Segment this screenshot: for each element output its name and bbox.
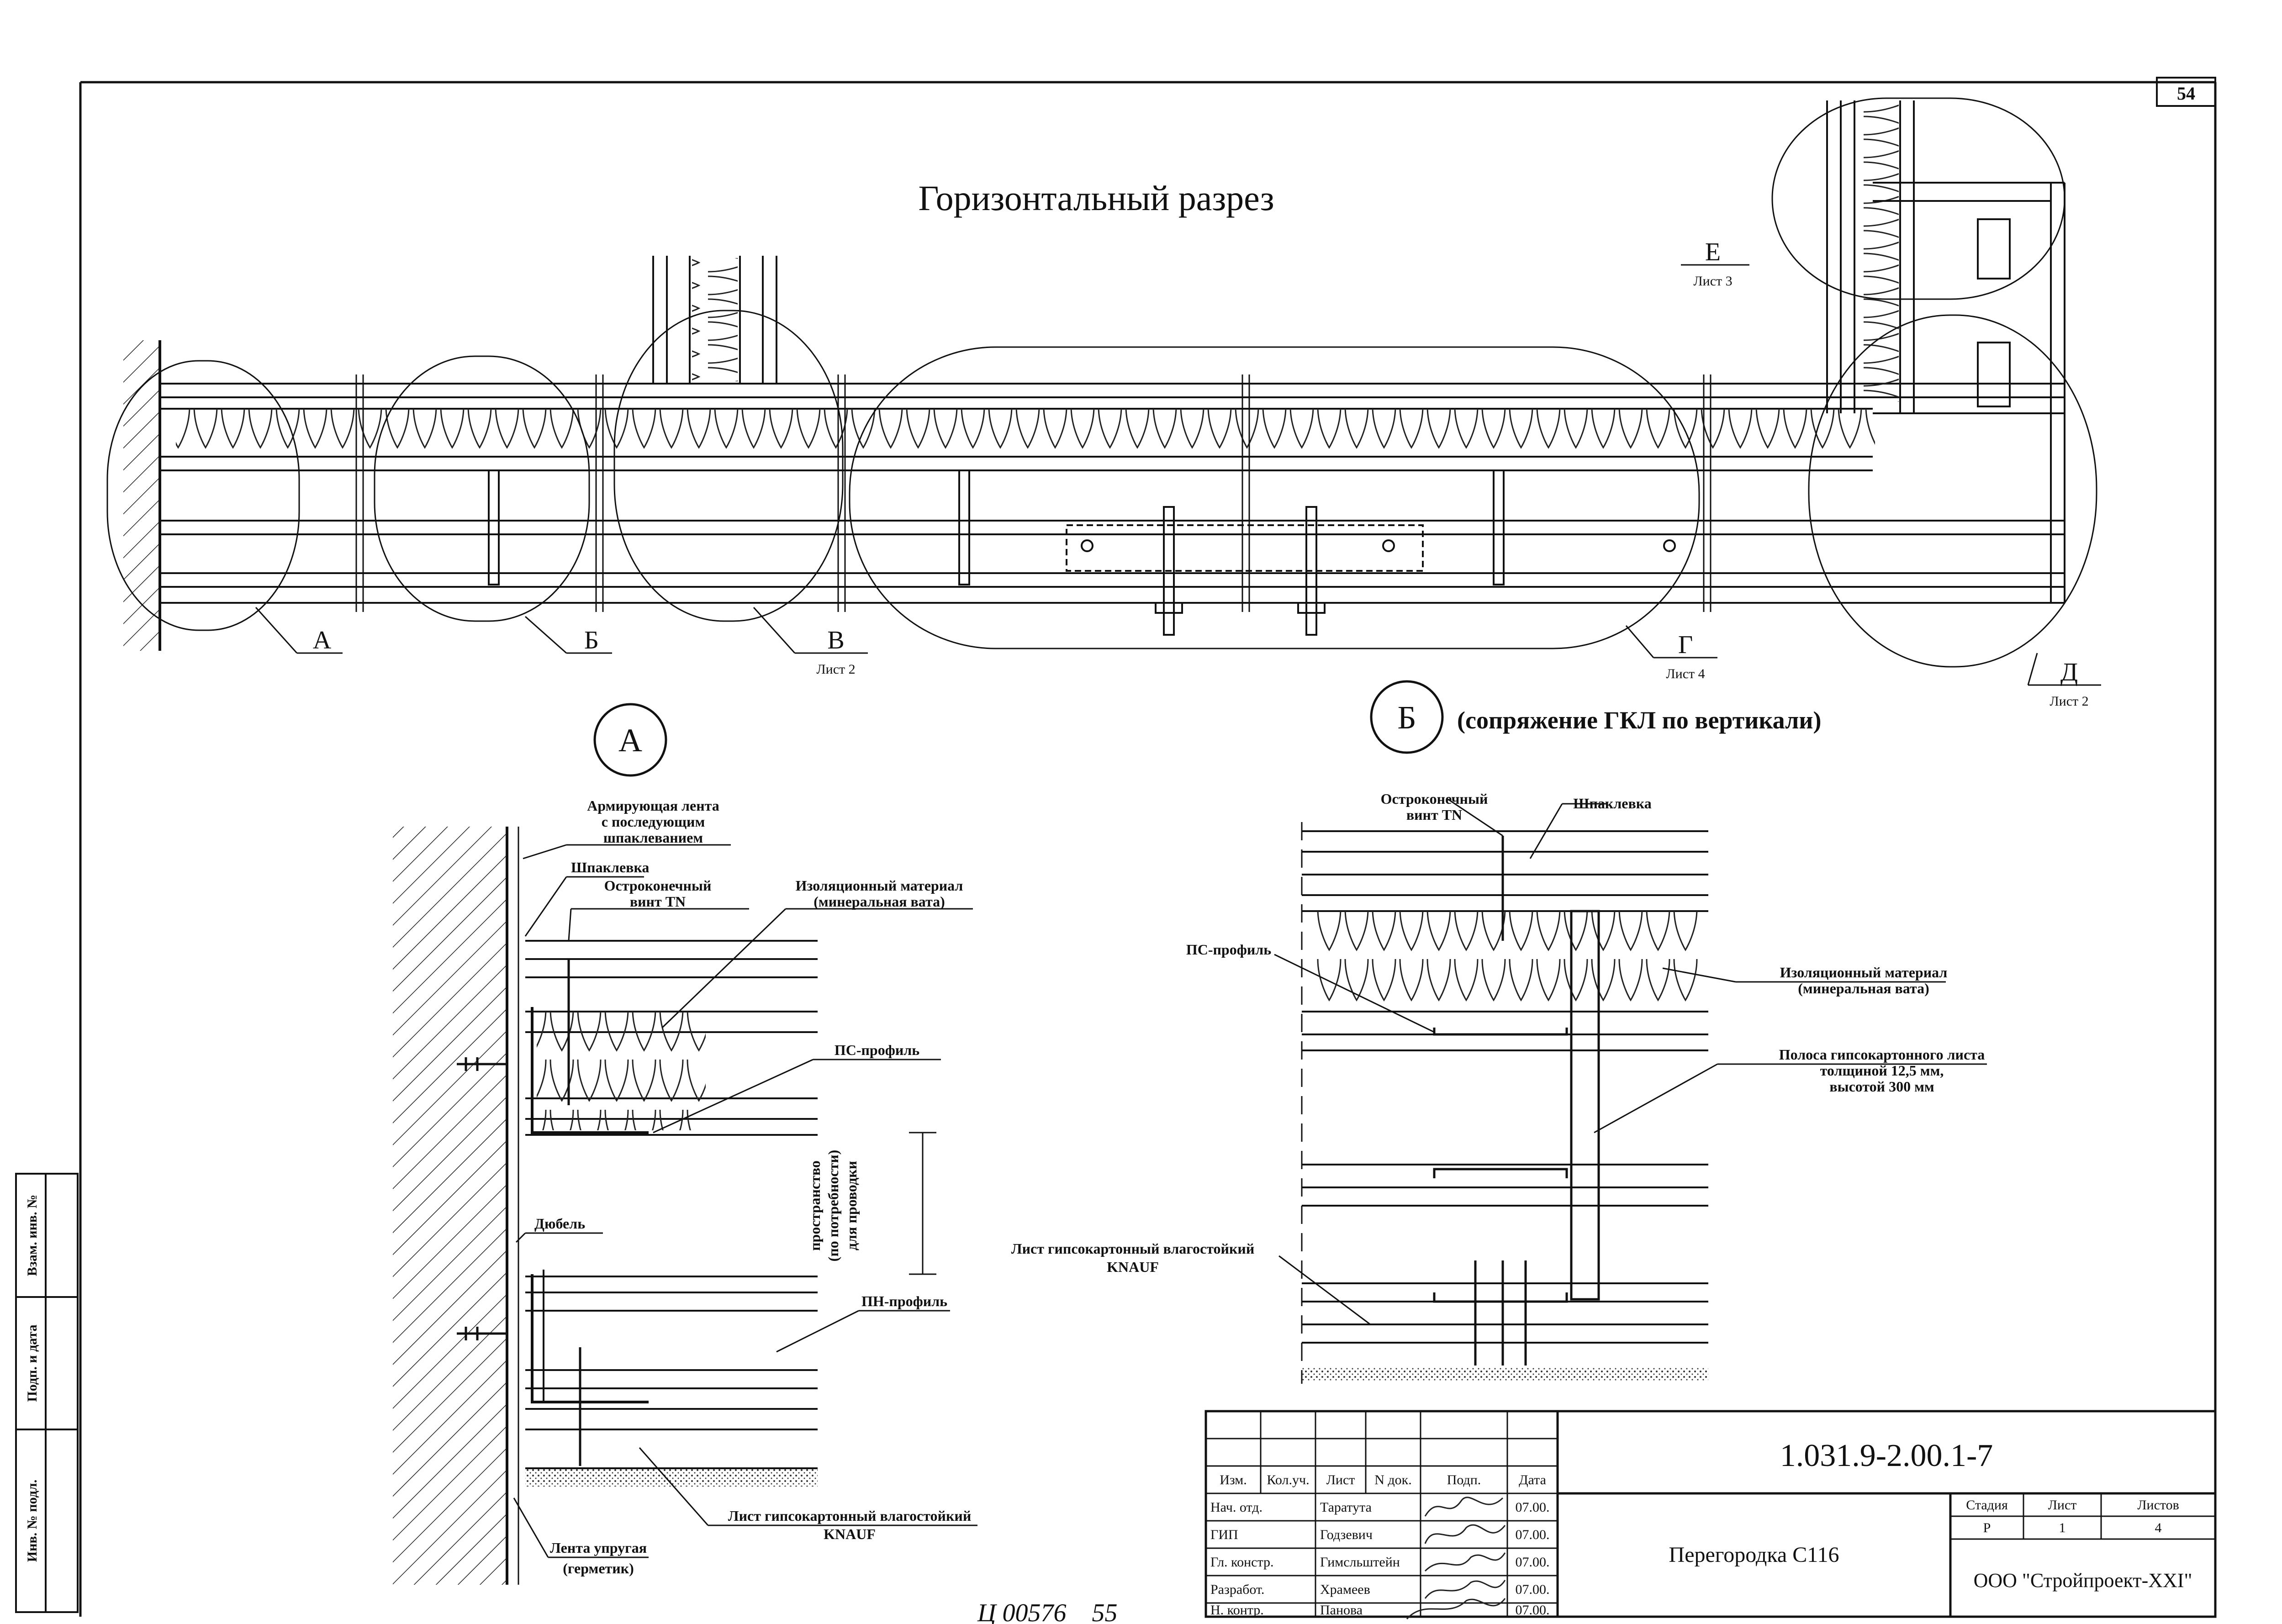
side-podp: Подп. и дата [25, 1324, 40, 1402]
tb-date-2: 07.00. [1516, 1555, 1550, 1570]
a-armir-1: Армирующая лента [587, 797, 719, 814]
a-space-2: (по потребности) [825, 1150, 841, 1262]
main-callouts: А Б В Лист 2 Г Лист 4 Д Лист 2 Е Лист 3 [313, 238, 2089, 709]
stage-h-stage: Стадия [1966, 1497, 2008, 1513]
b-shpaklevka: Шпаклевка [1573, 795, 1651, 812]
side-vzam: Взам. инв. № [25, 1195, 40, 1276]
a-izol-2: (минеральная вата) [813, 893, 945, 910]
detail-b-marker: Б [1371, 681, 1442, 753]
b-izol-1: Изоляционный материал [1780, 964, 1948, 981]
section-title: Горизонтальный разрез [918, 178, 1274, 218]
tb-date-3: 07.00. [1516, 1582, 1550, 1597]
detail-a-labels: Армирующая лента с последующим шпаклеван… [534, 797, 971, 1577]
tb-name-1: Годзевич [1320, 1527, 1373, 1542]
a-armir-2: с последующим [602, 813, 705, 830]
detail-b-subtitle: (сопряжение ГКЛ по вертикали) [1457, 707, 1822, 734]
sheet-number: 54 [2177, 83, 2195, 104]
tb-h-ndok: N док. [1374, 1472, 1412, 1487]
tb-date-4: 07.00. [1516, 1603, 1550, 1618]
a-vint-1: Остроконечный [604, 877, 712, 894]
sheet-frame [80, 78, 2215, 1617]
callout-b: Б [584, 626, 599, 654]
doc-title: Перегородка С116 [1669, 1543, 1839, 1567]
tb-h-list: Лист [1326, 1472, 1355, 1487]
tb-role-4: Н. контр. [1210, 1603, 1264, 1618]
a-lenta-1: Лента упругая [550, 1540, 647, 1556]
b-gkl-1: Лист гипсокартонный влагостойкий [1011, 1240, 1255, 1257]
callout-e-ref: Лист 3 [1693, 274, 1732, 289]
detail-a-drawing [393, 827, 977, 1585]
b-izol-2: (минеральная вата) [1798, 980, 1929, 997]
tb-date-0: 07.00. [1516, 1500, 1550, 1515]
organization: ООО "Стройпроект-XXI" [1974, 1569, 2192, 1592]
tb-role-3: Разработ. [1210, 1582, 1264, 1597]
a-izol-1: Изоляционный материал [796, 877, 963, 894]
title-block-header: Изм. Кол.уч. Лист N док. Подп. Дата [1220, 1472, 1546, 1487]
side-stamp [16, 1174, 78, 1612]
detail-a-letter: А [618, 722, 642, 759]
title-block-grid [1206, 1411, 2215, 1617]
signatures [1407, 1497, 1505, 1619]
stage-v-sheets: 4 [2155, 1520, 2162, 1535]
tb-role-1: ГИП [1210, 1527, 1238, 1542]
tb-h-koluch: Кол.уч. [1267, 1472, 1309, 1487]
callout-v-ref: Лист 2 [816, 662, 855, 677]
stage-h-sheet: Лист [2048, 1497, 2077, 1513]
b-vint-1: Остроконечный [1381, 791, 1488, 807]
tb-name-3: Храмеев [1320, 1582, 1370, 1597]
callout-d-ref: Лист 2 [2050, 694, 2088, 709]
a-pn-profile: ПН-профиль [861, 1293, 947, 1309]
tb-role-0: Нач. отд. [1210, 1500, 1262, 1515]
b-polosa-2: толщиной 12,5 мм, [1820, 1062, 1944, 1079]
a-armir-3: шпаклеванием [603, 829, 703, 846]
tb-name-0: Таратута [1320, 1500, 1372, 1515]
stage-v-sheet: 1 [2059, 1520, 2066, 1535]
stage-h-sheets: Листов [2137, 1497, 2179, 1513]
callout-g-ref: Лист 4 [1666, 666, 1705, 681]
title-block-main: 1.031.9-2.00.1-7 Перегородка С116 Стадия… [1669, 1438, 2192, 1592]
main-section-drawing [107, 98, 2101, 685]
b-polosa-3: высотой 300 мм [1829, 1078, 1934, 1095]
b-ps-profile: ПС-профиль [1186, 941, 1271, 958]
callout-v: В [827, 626, 844, 654]
tb-h-podp: Подп. [1447, 1472, 1481, 1487]
tb-role-2: Гл. констр. [1210, 1555, 1273, 1570]
a-gkl-2: KNAUF [824, 1526, 876, 1542]
a-vint-2: винт TN [630, 893, 686, 910]
b-polosa-1: Полоса гипсокартонного листа [1779, 1046, 1985, 1063]
a-space-3: для проводки [843, 1161, 860, 1250]
b-gkl-2: KNAUF [1107, 1259, 1159, 1275]
a-dubel: Дюбель [534, 1215, 585, 1232]
b-vint-2: винт TN [1406, 807, 1462, 823]
a-space-1: пространство [807, 1160, 823, 1251]
callout-g: Г [1678, 631, 1693, 659]
a-lenta-2: (герметик) [563, 1560, 634, 1577]
detail-b-drawing [1274, 799, 1987, 1384]
handwritten-note: Ц 00576 55 [977, 1599, 1117, 1624]
tb-h-izm: Изм. [1220, 1472, 1247, 1487]
a-ps-profile: ПС-профиль [835, 1042, 919, 1058]
tb-h-data: Дата [1519, 1472, 1546, 1487]
callout-d: Д [2060, 658, 2078, 686]
callout-e: Е [1705, 238, 1721, 266]
a-gkl-1: Лист гипсокартонный влагостойкий [728, 1508, 972, 1524]
detail-a-marker: А [595, 704, 666, 775]
doc-code: 1.031.9-2.00.1-7 [1780, 1438, 1993, 1473]
tb-name-4: Панова [1320, 1603, 1363, 1618]
tb-name-2: Гимсльштейн [1320, 1555, 1400, 1570]
tb-date-1: 07.00. [1516, 1527, 1550, 1542]
stage-v-stage: Р [1983, 1520, 1991, 1535]
detail-b-letter: Б [1397, 699, 1416, 736]
detail-b-labels: Остроконечный винт TN Шпаклевка ПС-профи… [1011, 791, 1985, 1275]
side-inv: Инв. № подл. [25, 1480, 40, 1562]
callout-a: А [313, 626, 332, 654]
title-block-rows: Нач. отд. Таратута 07.00. ГИП Годзевич 0… [1210, 1500, 1550, 1618]
a-shpaklevka: Шпаклевка [571, 859, 649, 875]
